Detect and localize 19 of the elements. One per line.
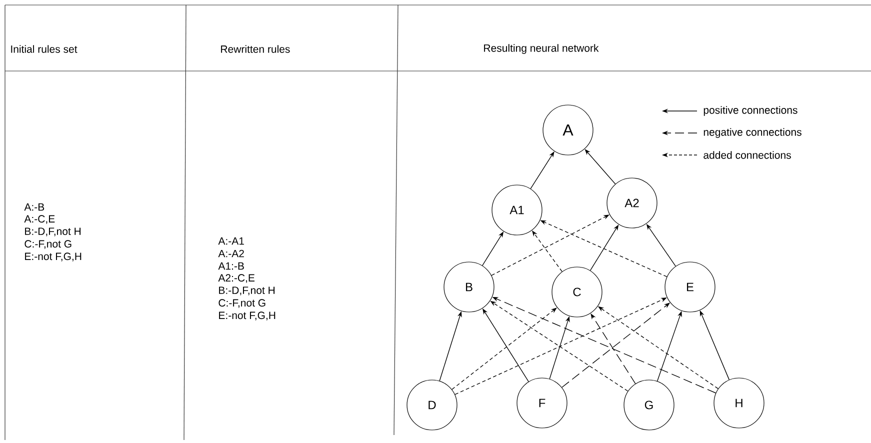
column-heading: Resulting neural network <box>484 44 599 54</box>
rule-text: E:-not F,G,H <box>219 312 276 320</box>
rule-text: A:-A1 <box>218 237 244 245</box>
rule-text: A:-A2 <box>218 250 244 258</box>
rule-text: A1:-B <box>218 262 244 270</box>
column-heading: Initial rules set <box>11 45 78 53</box>
legend-text: negative connections <box>704 128 802 138</box>
arrow <box>584 149 616 184</box>
rule-text: A2:-C,E <box>218 274 254 283</box>
legend-text: added connections <box>704 151 791 159</box>
column-heading: Rewritten rules <box>221 45 290 53</box>
rule-text: E:-not F,G,H <box>25 252 82 262</box>
rule-text: B:-D,F,not H <box>219 286 275 296</box>
rule-text: A:-B <box>24 203 44 211</box>
rule-text: C:-F,not G <box>24 240 72 249</box>
legend-text: positive connections <box>704 106 798 116</box>
rule-text: A:-C,E <box>24 215 55 224</box>
rule-text: C:-F,not G <box>218 299 266 308</box>
rule-text: B:-D,F,not H <box>25 228 81 236</box>
